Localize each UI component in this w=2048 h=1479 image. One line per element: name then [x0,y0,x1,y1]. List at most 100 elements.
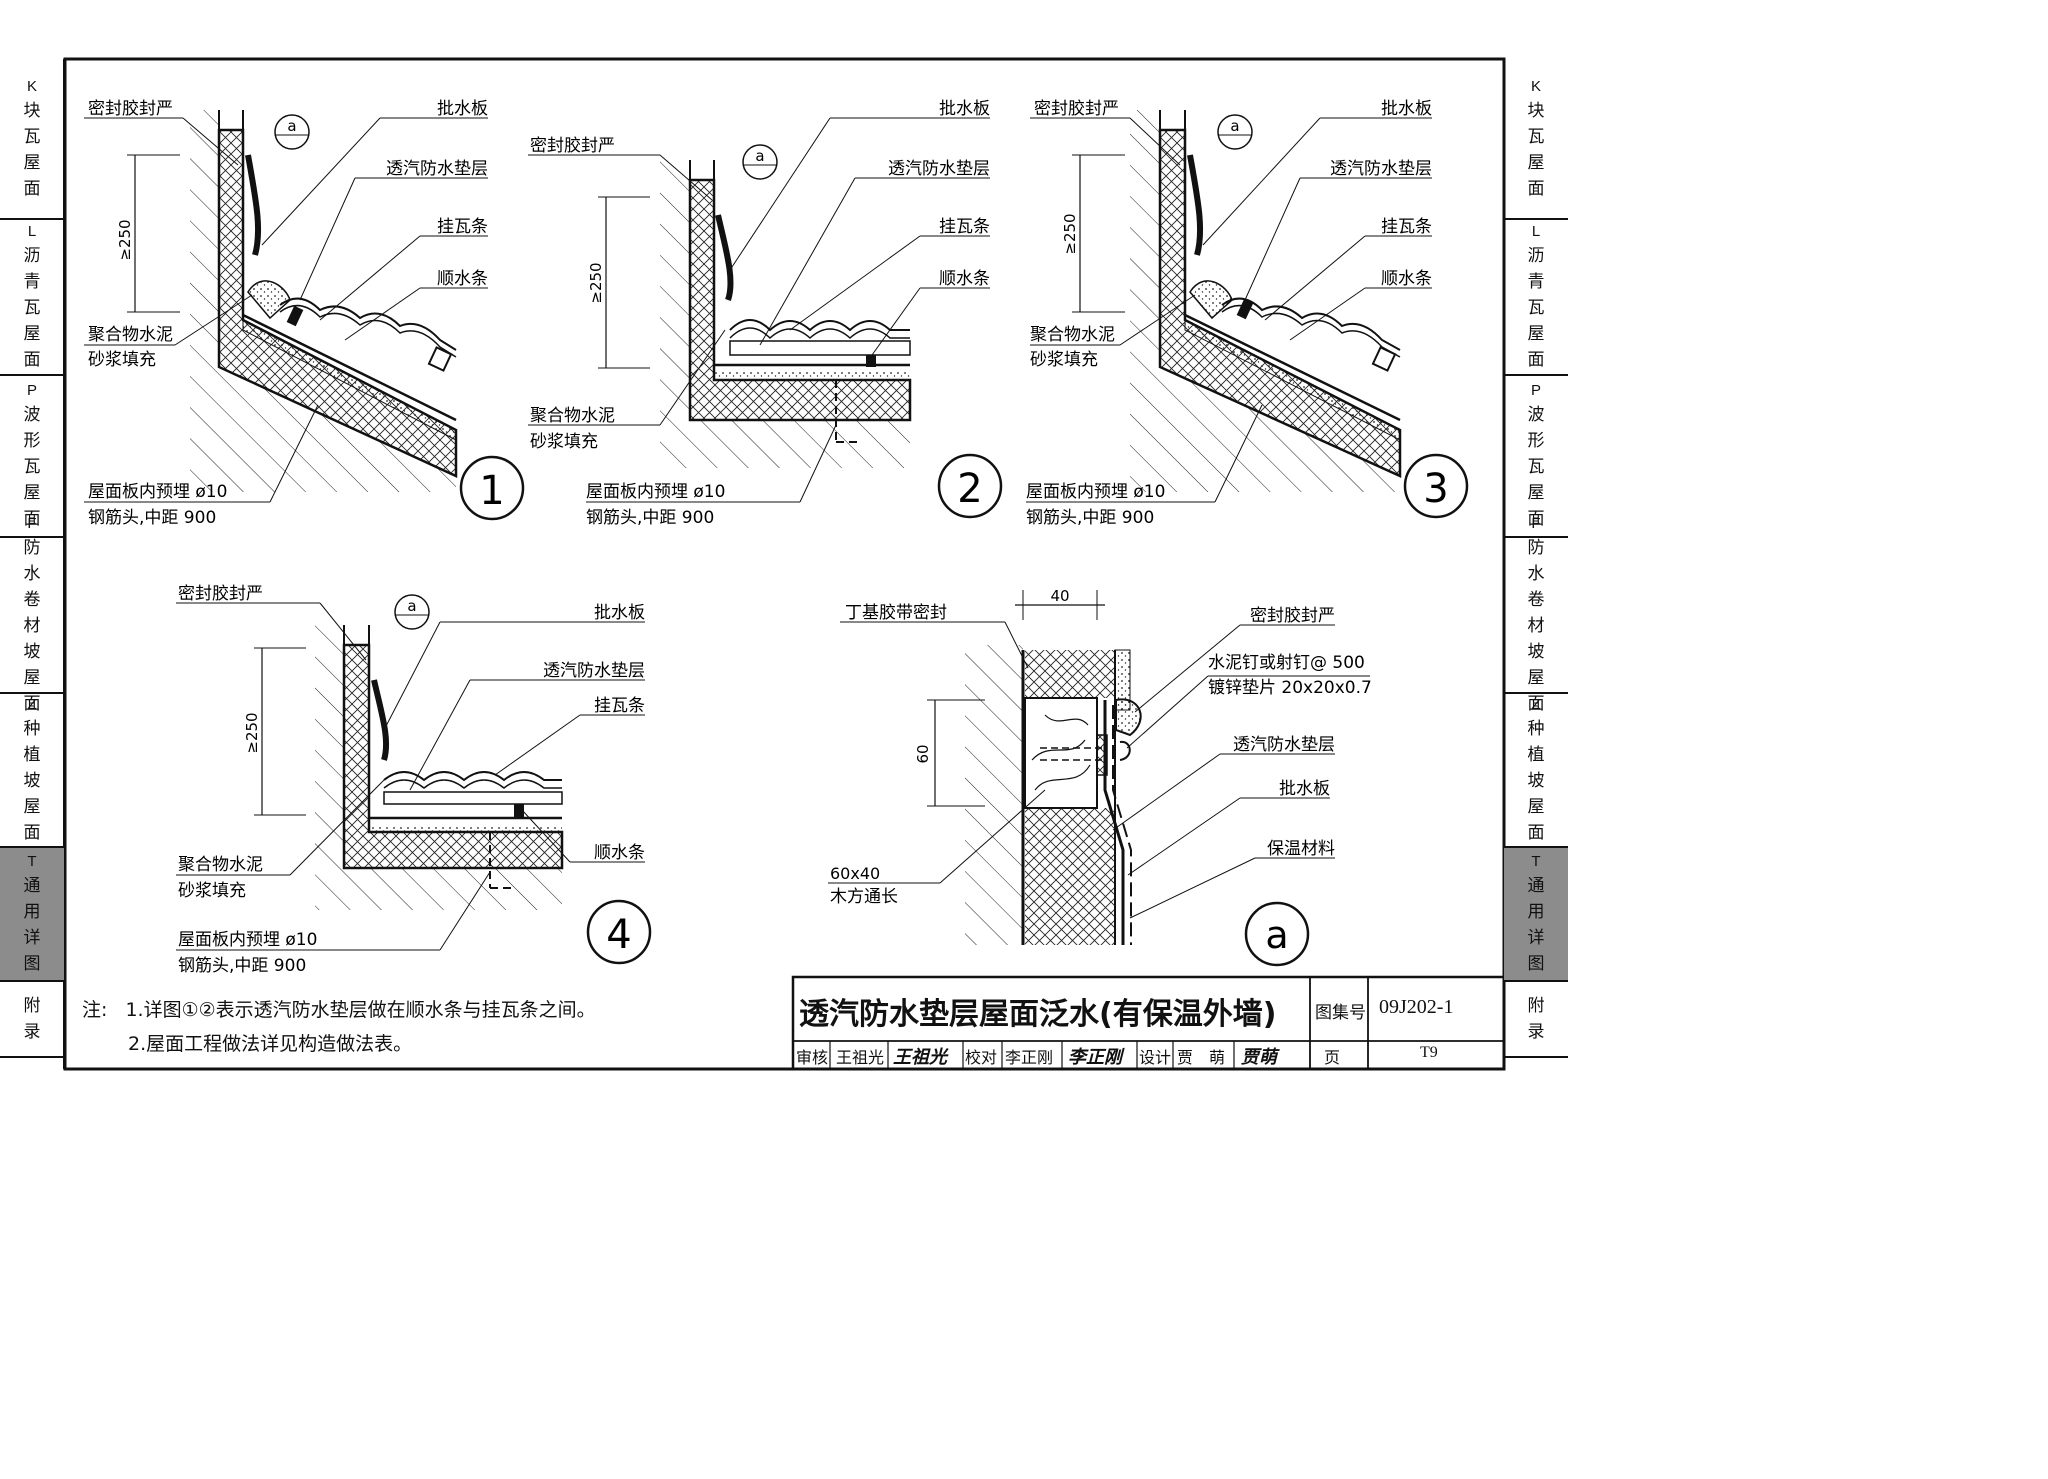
side-tab-code: Z [1531,696,1541,713]
side-tab-code: K [1530,77,1541,95]
side-tab-char: 瓦 [23,126,41,147]
side-tab-char: 卷 [1527,590,1545,610]
reviewer-signature: 王祖光 [893,1047,947,1068]
rebar-label-1: 屋面板内预埋 ø10 [586,482,725,502]
counter-batten-label: 顺水条 [939,269,990,289]
counter-batten-label: 顺水条 [594,843,645,863]
detail-number: 4 [606,912,631,958]
callout-a-label: a [287,117,296,135]
check-label: 校对 [965,1048,998,1067]
flashing-label: 批水板 [1279,779,1330,799]
sealant-label: 密封胶封严 [178,584,263,604]
sealant-label: 密封胶封严 [88,99,173,119]
side-tab-char: 屋 [23,797,41,817]
mortar-label-1: 聚合物水泥 [1030,325,1115,345]
side-tab-code: Z [27,696,37,713]
side-tab-char: 瓦 [1527,457,1545,477]
flashing-label: 批水板 [1381,99,1432,119]
atlas-number: 09J202-1 [1379,996,1454,1018]
side-tab-char: 瓦 [23,457,41,477]
rebar-label-1: 屋面板内预埋 ø10 [88,482,227,502]
sealant-label: 密封胶封严 [1034,99,1119,119]
detail-number: 2 [957,466,982,512]
batten-label: 挂瓦条 [594,696,645,716]
membrane-label: 透汽防水垫层 [1330,159,1432,179]
side-tab-char: 面 [23,509,41,529]
side-tab-char: 屋 [23,668,41,688]
side-tab-char: 面 [1527,509,1545,529]
side-tab-char: 坡 [1527,771,1545,791]
side-tab-char: 形 [1527,431,1545,451]
side-tab-char: 防 [1527,538,1545,558]
side-tab-char: 附 [1527,996,1545,1016]
detail-a: 40 60 丁基胶带密封 密封胶封严 水泥钉或射钉@ 500 镀锌垫片 20x2… [828,587,1372,967]
membrane-label: 透汽防水垫层 [888,159,990,179]
side-tab-char: 通 [23,876,41,896]
side-tab-char: 面 [23,694,41,714]
sealant-label: 密封胶封严 [1250,606,1335,626]
side-tab-char: 卷 [23,590,41,610]
counter-batten-label: 顺水条 [437,269,488,289]
flashing-label: 批水板 [594,603,645,623]
side-tab-char: 屋 [1527,797,1545,817]
dim-250: ≥250 [243,712,261,753]
side-tab-char: 坡 [23,771,41,791]
side-tab-appendix[interactable]: 附录 [0,982,64,1058]
membrane-label: 透汽防水垫层 [543,661,645,681]
design-label: 设计 [1139,1048,1172,1067]
side-tab-char: 种 [23,719,41,739]
side-tab-char: 通 [1527,876,1545,896]
side-tab-char: 图 [1527,954,1545,974]
mortar-label-2: 砂浆填充 [178,881,246,901]
mortar-label-1: 聚合物水泥 [178,855,263,875]
side-tab-char: 材 [1527,616,1545,636]
side-tab-char: 面 [1527,694,1545,714]
side-tab-char: 坡 [1527,642,1545,662]
rebar-label-2: 钢筋头,中距 900 [88,508,216,528]
detail-1: a 密封胶封严 批水板 透汽防水垫层 挂瓦条 顺水条 聚合物水泥 砂浆填充 屋面… [84,99,525,528]
side-tab-char: 防 [23,538,41,558]
checker-signature: 李正刚 [1068,1047,1122,1068]
side-tab-char: 面 [23,823,41,843]
batten-label: 挂瓦条 [1381,217,1432,237]
note-2-text: 2.屋面工程做法详见构造做法表。 [128,1033,413,1055]
page-number: T9 [1420,1044,1438,1061]
checker-name: 李正刚 [1005,1048,1054,1067]
side-tab-char: 图 [23,954,41,974]
detail-3: a 密封胶封严 批水板 透汽防水垫层 挂瓦条 顺水条 聚合物水泥 砂浆填充 屋面… [1026,99,1469,528]
batten-label: 挂瓦条 [437,217,488,237]
side-tab-char: 青 [23,272,41,292]
side-tab-char: 详 [23,928,41,948]
side-tab-char: 材 [23,616,41,636]
detail-4: a 密封胶封严 批水板 透汽防水垫层 挂瓦条 顺水条 聚合物水泥 砂浆填充 屋面… [176,584,652,976]
rebar-label-2: 钢筋头,中距 900 [178,956,306,976]
side-tab-char: 波 [23,405,41,425]
title-block: 透汽防水垫层屋面泛水(有保温外墙) 图集号 09J202-1 审核 王祖光 王祖… [793,977,1504,1069]
side-tab-char: 面 [23,350,41,370]
dim-60: 60 [914,744,932,763]
side-tab-char: 屋 [1527,324,1545,344]
side-tab-char: 形 [23,431,41,451]
insulation-label: 保温材料 [1267,839,1335,859]
side-tab-char: 用 [1527,902,1545,922]
side-tab-appendix[interactable]: 附录 [1504,982,1568,1058]
designer-name: 贾 萌 [1177,1048,1226,1067]
title-block-frame [791,975,1506,1071]
side-tab-code: T [27,853,37,870]
detail-number: 3 [1423,466,1448,512]
side-tab-char: 瓦 [1527,298,1545,318]
